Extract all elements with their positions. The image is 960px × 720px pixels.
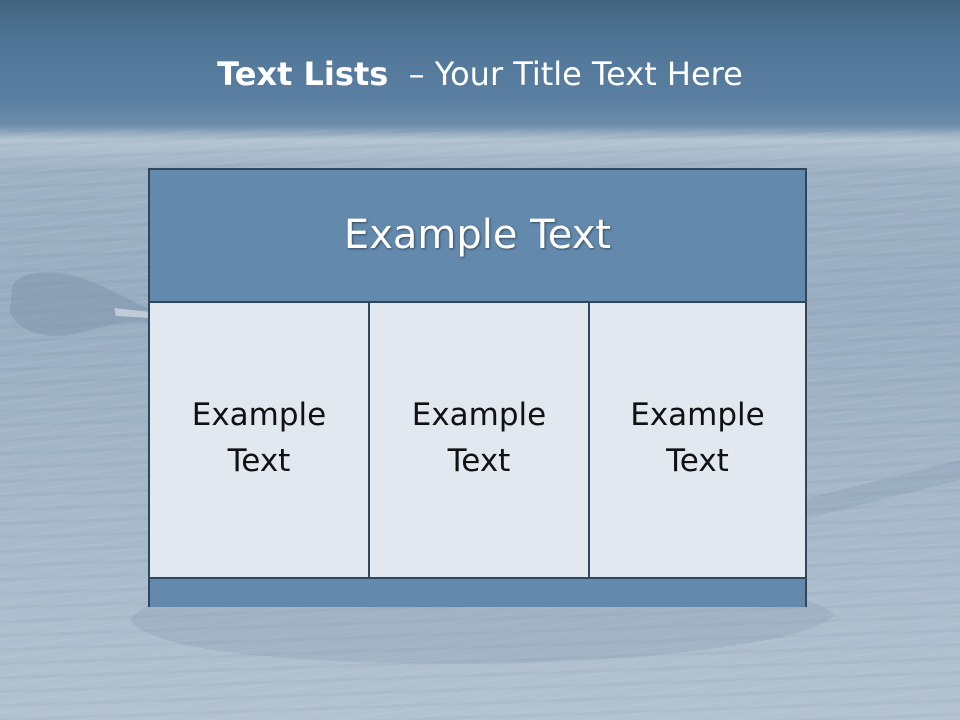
column-1-text: Example Text (191, 397, 327, 479)
table-header-cell: Example Text (150, 170, 805, 303)
title-rest: – Your Title Text Here (408, 55, 743, 93)
title-bold: Text Lists (217, 55, 389, 93)
table-footer-bar (150, 577, 805, 607)
slide-title: Text Lists – Your Title Text Here (0, 52, 960, 96)
table-column-1: Example Text (150, 303, 370, 577)
column-3-text: Example Text (630, 397, 765, 479)
text-list-table: Example Text Example Text Example Text E… (148, 168, 807, 607)
paddle-blade-image (10, 272, 152, 336)
column-2-text: Example Text (411, 397, 547, 479)
table-header-text: Example Text (343, 211, 612, 258)
table-column-2: Example Text (370, 303, 590, 577)
table-column-3: Example Text (590, 303, 805, 577)
paddle-shaft-image (800, 460, 960, 520)
